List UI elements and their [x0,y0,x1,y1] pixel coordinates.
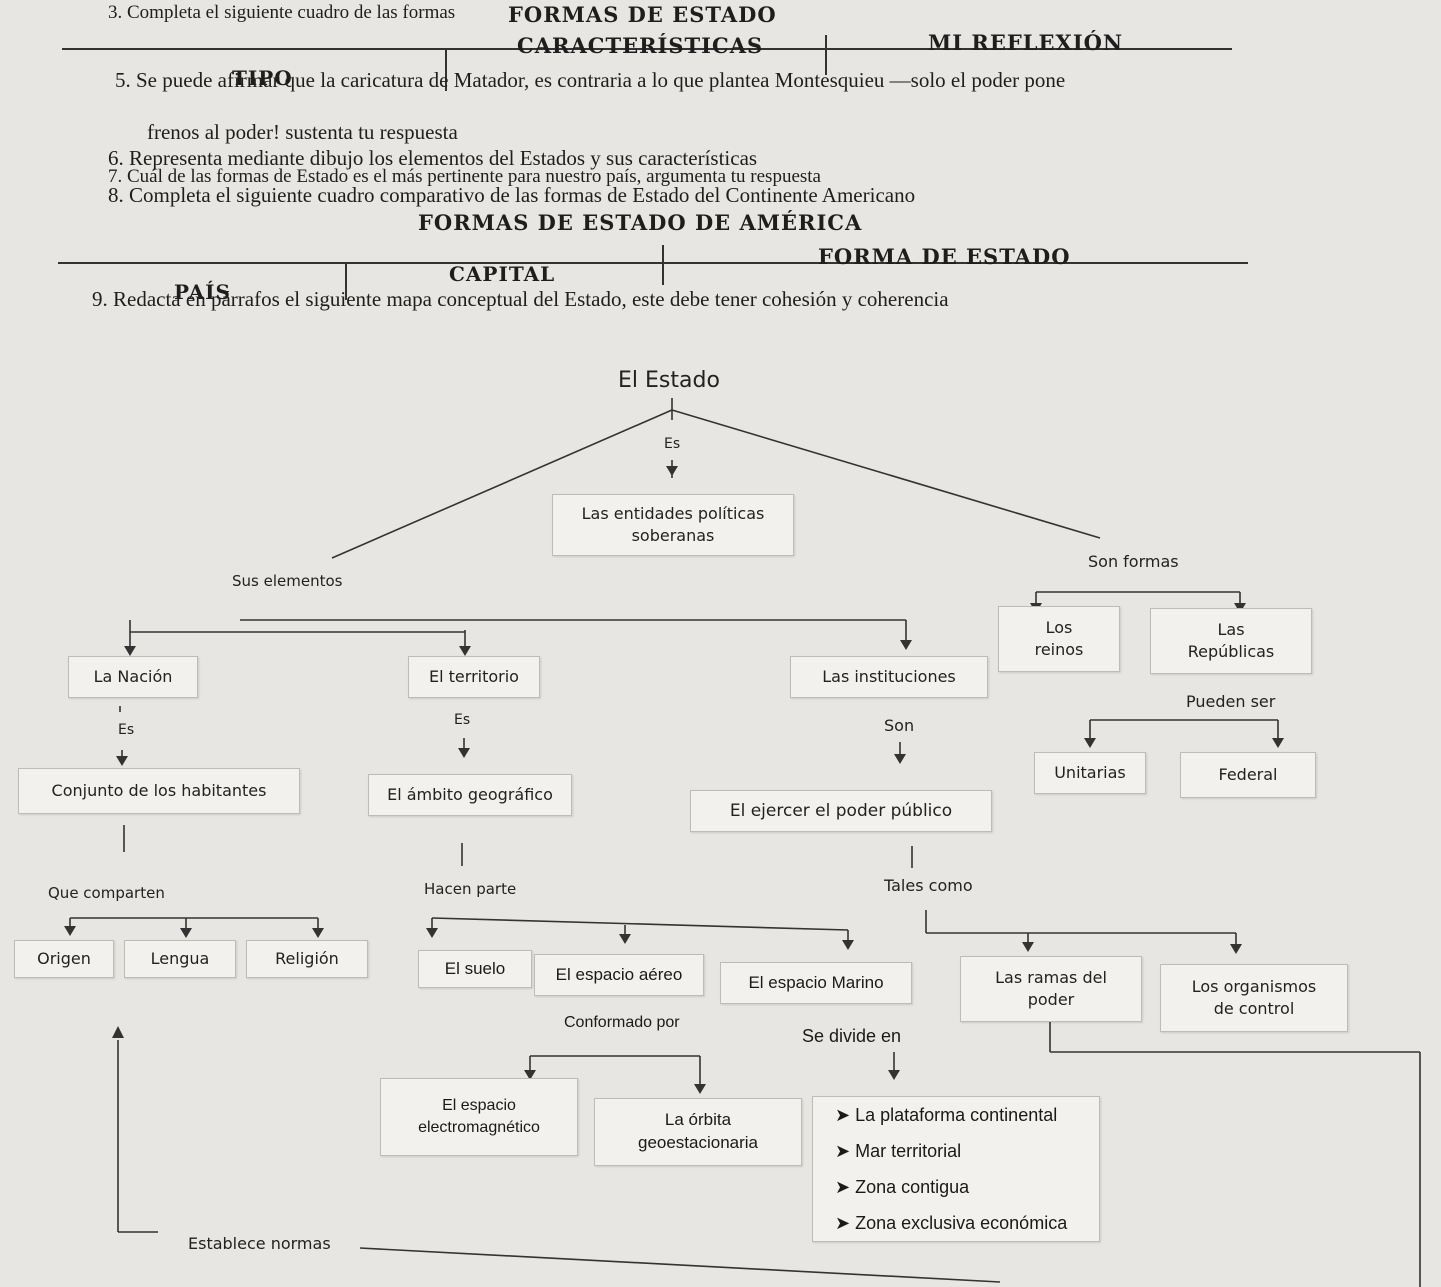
map-box-unitarias: Unitarias [1034,752,1146,794]
map-box-conjunto: Conjunto de los habitantes [18,768,300,814]
table1-divider [825,35,827,75]
map-orbita-line2: geoestacionaria [637,1133,759,1152]
map-entidades-line1: Las entidades políticas [581,504,765,524]
map-box-electromagnetico: El espacio electromagnético [380,1078,578,1156]
map-link-pueden-ser: Pueden ser [1186,692,1276,711]
map-reinos-line1: Los [1045,618,1073,638]
map-republicas-line1: Las [1217,620,1245,640]
map-ramas-line1: Las ramas del [995,968,1107,988]
question-7: 7. Cuál de las formas de Estado es el má… [108,166,821,187]
map-electro-line1: El espacio [442,1097,516,1115]
question-3: 3. Completa el siguiente cuadro de las f… [108,2,456,23]
map-marino-item: ➤ La plataforma continental [835,1104,1058,1125]
map-link-establece-normas: Establece normas [188,1234,331,1253]
table2-col-capital: CAPITAL [449,262,556,286]
map-box-origen: Origen [14,940,114,978]
map-organismos-line1: Los organismos [1191,977,1317,997]
map-ramas-line2: poder [1027,990,1075,1009]
map-marino-item-text: La plataforma continental [855,1104,1058,1125]
question-5: 5. Se puede afirmar que la caricatura de… [115,68,1066,92]
map-marino-item: ➤ Mar territorial [835,1140,962,1161]
question-6: 6. Representa mediante dibujo los elemen… [108,146,758,170]
table2-divider [662,245,664,285]
table1-title: FORMAS DE ESTADO [508,2,777,27]
map-box-ejercer: El ejercer el poder público [690,790,992,832]
map-box-ambito: El ámbito geográfico [368,774,572,816]
map-box-reinos: Los reinos [998,606,1120,672]
map-box-federal: Federal [1180,752,1316,798]
map-marino-item-text: Mar territorial [855,1140,962,1161]
map-link-es-territorio: Es [454,712,471,728]
table2-rule [58,262,1248,264]
map-link-son: Son [884,716,915,735]
map-box-marino-list: ➤ La plataforma continental ➤ Mar territ… [812,1096,1100,1242]
table2-divider [345,264,347,300]
table1-col-reflexion: MI REFLEXIÓN [928,30,1124,55]
table2-col-forma: FORMA DE ESTADO [818,244,1071,269]
map-link-es-nacion: Es [118,722,135,738]
map-box-espacio-marino: El espacio Marino [720,962,912,1004]
map-link-sus-elementos: Sus elementos [232,572,343,590]
question-9: 9. Redacta en párrafos el siguiente mapa… [92,287,949,311]
table1-col-caracteristicas: CARACTERÍSTICAS [517,33,764,58]
map-marino-item-text: Zona exclusiva económica [855,1212,1068,1233]
map-link-es: Es [664,436,681,452]
map-link-se-divide: Se divide en [802,1026,902,1046]
map-root-el-estado: El Estado [618,368,720,393]
map-link-que-comparten: Que comparten [48,884,165,902]
map-box-lengua: Lengua [124,940,236,978]
map-box-nacion: La Nación [68,656,198,698]
map-republicas-line2: Repúblicas [1187,642,1275,661]
map-marino-item: ➤ Zona contigua [835,1176,970,1197]
table1-divider [445,49,447,91]
map-link-hacen-parte: Hacen parte [424,880,517,898]
map-link-tales-como: Tales como [884,876,973,895]
question-8: 8. Completa el siguiente cuadro comparat… [108,183,916,207]
map-marino-item-text: Zona contigua [855,1176,970,1197]
question-5-cont: frenos al poder! sustenta tu respuesta [147,120,458,144]
map-box-republicas: Las Repúblicas [1150,608,1312,674]
map-box-organismos: Los organismos de control [1160,964,1348,1032]
table2-title: FORMAS DE ESTADO DE AMÉRICA [418,210,863,235]
map-marino-item: ➤ Zona exclusiva económica [835,1212,1068,1233]
map-box-territorio: El territorio [408,656,540,698]
table2-col-pais: PAÍS [174,280,231,304]
map-orbita-line1: La órbita [664,1110,732,1130]
map-electro-line2: electromagnético [418,1119,540,1136]
map-reinos-line2: reinos [1034,640,1084,659]
table1-col-tipo: TIPO [232,66,293,90]
map-link-conformado-por: Conformado por [564,1014,680,1031]
map-organismos-line2: de control [1213,999,1295,1018]
map-box-suelo: El suelo [418,950,532,988]
map-entidades-line2: soberanas [631,526,715,545]
map-box-entidades: Las entidades políticas soberanas [552,494,794,556]
map-box-espacio-aereo: El espacio aéreo [534,954,704,996]
map-box-instituciones: Las instituciones [790,656,988,698]
map-box-ramas: Las ramas del poder [960,956,1142,1022]
map-box-religion: Religión [246,940,368,978]
map-link-son-formas: Son formas [1088,552,1179,571]
table1-rule [62,48,1232,50]
map-box-orbita: La órbita geoestacionaria [594,1098,802,1166]
